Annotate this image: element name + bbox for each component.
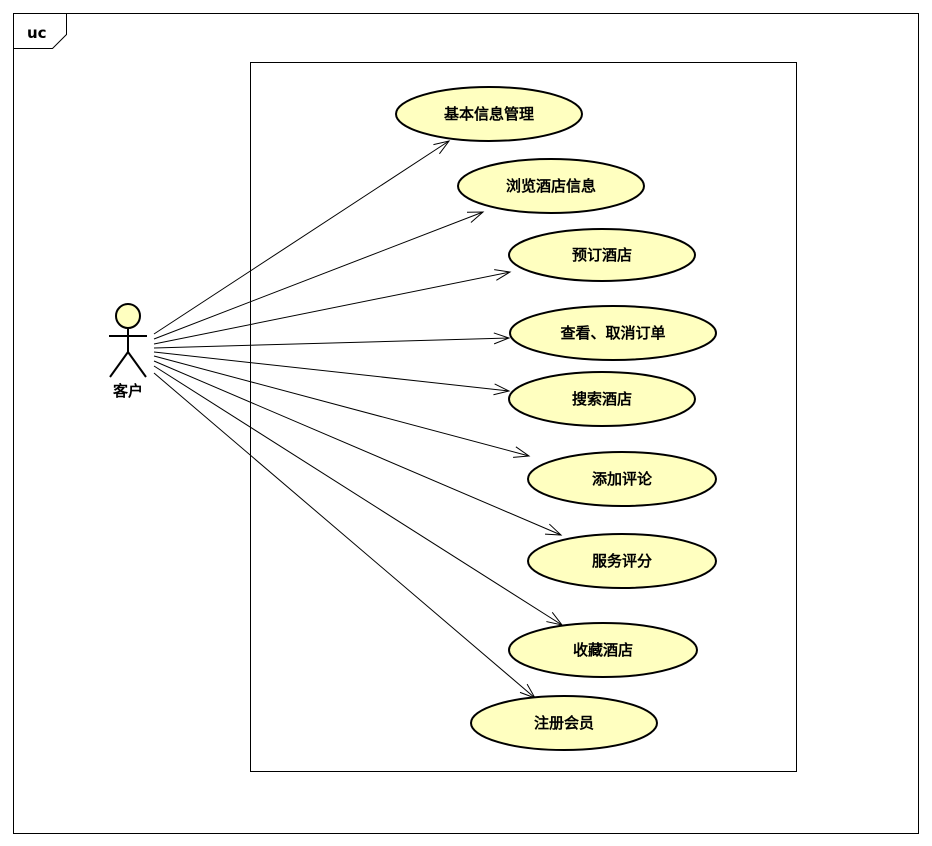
use-case-ellipse[interactable] bbox=[509, 305, 717, 361]
actor-leg-left bbox=[109, 351, 129, 378]
association-arrowhead bbox=[494, 269, 512, 281]
use-case-label: 浏览酒店信息 bbox=[506, 177, 596, 195]
use-case-rate-service[interactable]: 服务评分 bbox=[527, 533, 717, 589]
use-case-browse-hotel[interactable]: 浏览酒店信息 bbox=[457, 158, 645, 214]
use-case-label: 查看、取消订单 bbox=[560, 324, 665, 342]
use-case-search-hotel[interactable]: 搜索酒店 bbox=[508, 371, 696, 427]
actor-head bbox=[115, 303, 141, 329]
association-layer bbox=[153, 140, 564, 699]
association-line bbox=[153, 337, 510, 349]
use-case-ellipse[interactable] bbox=[470, 695, 658, 751]
association-arrowhead bbox=[493, 383, 511, 396]
association-line bbox=[153, 271, 511, 345]
use-case-label: 注册会员 bbox=[534, 714, 594, 732]
frame-tab-label: uc bbox=[27, 24, 47, 42]
stick-figure-icon bbox=[109, 303, 147, 378]
use-case-favorite-hotel[interactable]: 收藏酒店 bbox=[508, 622, 698, 678]
frame-tab: uc bbox=[13, 13, 67, 49]
association-line bbox=[153, 355, 530, 457]
association-line bbox=[153, 351, 510, 392]
actor-label: 客户 bbox=[112, 382, 143, 400]
association-line bbox=[153, 372, 536, 699]
use-case-register-member[interactable]: 注册会员 bbox=[470, 695, 658, 751]
use-case-view-cancel-order[interactable]: 查看、取消订单 bbox=[509, 305, 717, 361]
use-case-ellipse[interactable] bbox=[527, 533, 717, 589]
use-case-list: 基本信息管理 浏览酒店信息 预订酒店 查看、取消订单 搜索酒店 添加评论 服务评… bbox=[395, 86, 717, 751]
use-case-add-comment[interactable]: 添加评论 bbox=[527, 451, 717, 507]
use-case-book-hotel[interactable]: 预订酒店 bbox=[508, 228, 696, 282]
association-line bbox=[153, 360, 562, 536]
association-line bbox=[153, 211, 484, 340]
use-case-basic-info[interactable]: 基本信息管理 bbox=[395, 86, 583, 142]
association-line bbox=[153, 365, 563, 626]
actor-customer[interactable]: 客户 bbox=[109, 303, 147, 400]
use-case-ellipse[interactable] bbox=[508, 371, 696, 427]
use-case-label: 添加评论 bbox=[592, 470, 653, 488]
association-arrowhead bbox=[493, 332, 511, 345]
association-arrowhead bbox=[466, 211, 485, 223]
use-case-ellipse[interactable] bbox=[527, 451, 717, 507]
use-case-ellipse[interactable] bbox=[508, 228, 696, 282]
association-arrowhead bbox=[433, 140, 451, 155]
frame-tab-shape bbox=[13, 13, 67, 49]
association-arrowhead bbox=[513, 446, 531, 458]
association-arrowhead bbox=[544, 523, 563, 536]
use-case-label: 预订酒店 bbox=[572, 246, 632, 264]
use-case-label: 基本信息管理 bbox=[443, 105, 534, 123]
use-case-ellipse[interactable] bbox=[508, 622, 698, 678]
actor-leg-right bbox=[127, 351, 147, 378]
use-case-ellipse[interactable] bbox=[395, 86, 583, 142]
use-case-label: 搜索酒店 bbox=[572, 390, 632, 408]
use-case-label: 服务评分 bbox=[592, 552, 652, 570]
use-case-ellipse[interactable] bbox=[457, 158, 645, 214]
use-case-label: 收藏酒店 bbox=[573, 641, 633, 659]
association-line bbox=[153, 140, 450, 335]
